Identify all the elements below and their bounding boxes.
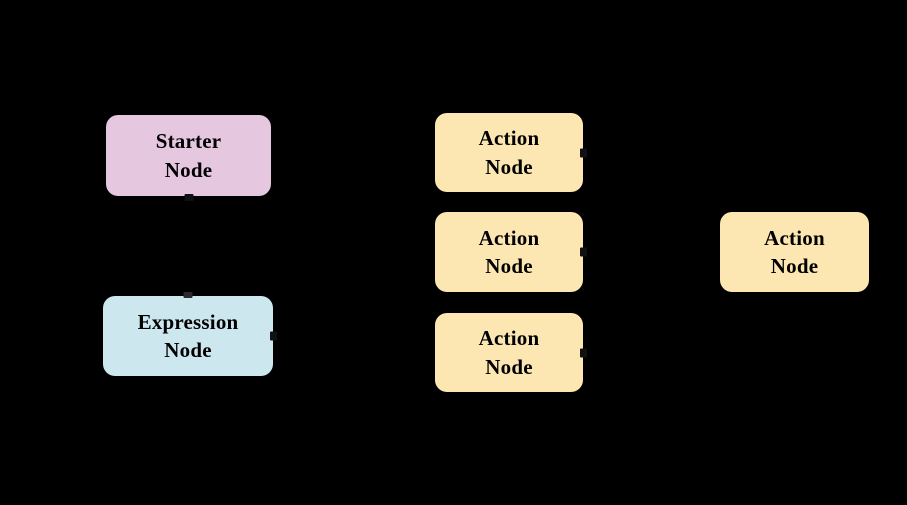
node-starter[interactable]: Starter Node	[106, 115, 271, 201]
connector-port-right[interactable]	[580, 247, 587, 257]
node-action-4[interactable]: Action Node	[720, 212, 869, 292]
connector-port-right[interactable]	[580, 148, 587, 157]
node-action-2[interactable]: Action Node	[435, 212, 587, 292]
node-action-1[interactable]: Action Node	[435, 113, 587, 192]
node-label-line2: Node	[164, 157, 213, 182]
connector-port-top[interactable]	[183, 292, 193, 298]
node-label-line2: Node	[164, 338, 212, 362]
node-label-line1: Action	[478, 126, 540, 151]
node-expression[interactable]: Expression Node	[103, 292, 277, 376]
node-label-line1: Starter	[155, 129, 222, 154]
connector-port-right[interactable]	[270, 331, 277, 341]
node-label-line1: Action	[478, 225, 540, 250]
node-label-line2: Node	[485, 354, 533, 379]
node-action-3[interactable]: Action Node	[435, 313, 587, 392]
node-label-line2: Node	[485, 154, 533, 179]
node-label-line1: Expression	[137, 309, 239, 334]
node-label-line1: Action	[478, 326, 540, 351]
node-label-line1: Action	[764, 225, 825, 250]
node-label-line2: Node	[485, 254, 533, 278]
connector-port-bottom[interactable]	[184, 194, 193, 201]
node-label-line2: Node	[770, 254, 819, 278]
connector-port-right[interactable]	[580, 348, 587, 357]
